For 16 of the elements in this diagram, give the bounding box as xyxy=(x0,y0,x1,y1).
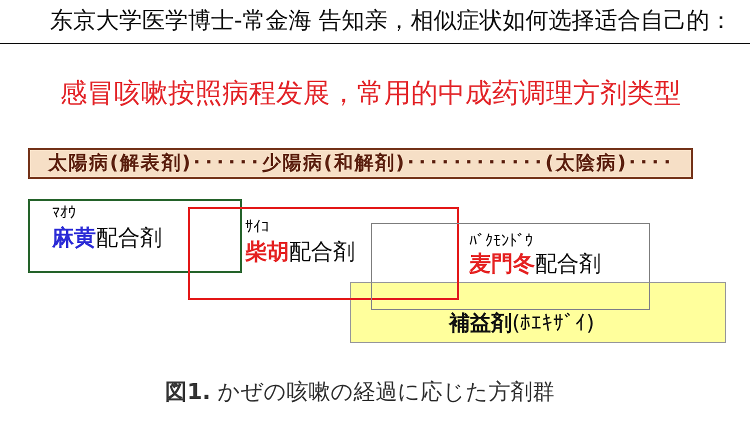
subtitle: 感冒咳嗽按照病程发展，常用的中成药调理方剂类型 xyxy=(60,79,681,109)
formula-box xyxy=(371,223,650,310)
page-title: 东京大学医学博士-常金海 告知亲，相似症状如何选择适合自己的： xyxy=(50,9,733,34)
stage-band xyxy=(28,148,693,179)
formula-box xyxy=(28,199,242,273)
stage-label: 太陽病(解表剤)･･････少陽病(和解剤)････････････(太陰病)････ xyxy=(48,153,674,174)
formula-label: 麦門冬配合剤 xyxy=(469,253,601,278)
figure-caption: 図1. かぜの咳嗽の経過に応じた方剤群 xyxy=(165,381,555,406)
formula-label: 柴胡配合剤 xyxy=(245,241,355,266)
formula-label: 麻黄配合剤 xyxy=(52,227,162,252)
formula-label: 補益剤(ﾎｴｷｻﾞｲ) xyxy=(449,312,594,336)
formula-box xyxy=(188,207,459,300)
reading-text: ｻｲｺ xyxy=(245,218,269,236)
reading-text: ﾏｵｳ xyxy=(52,204,76,222)
reading-text: ﾊﾞｸﾓﾝﾄﾞｳ xyxy=(469,232,533,250)
formula-band xyxy=(350,282,726,343)
